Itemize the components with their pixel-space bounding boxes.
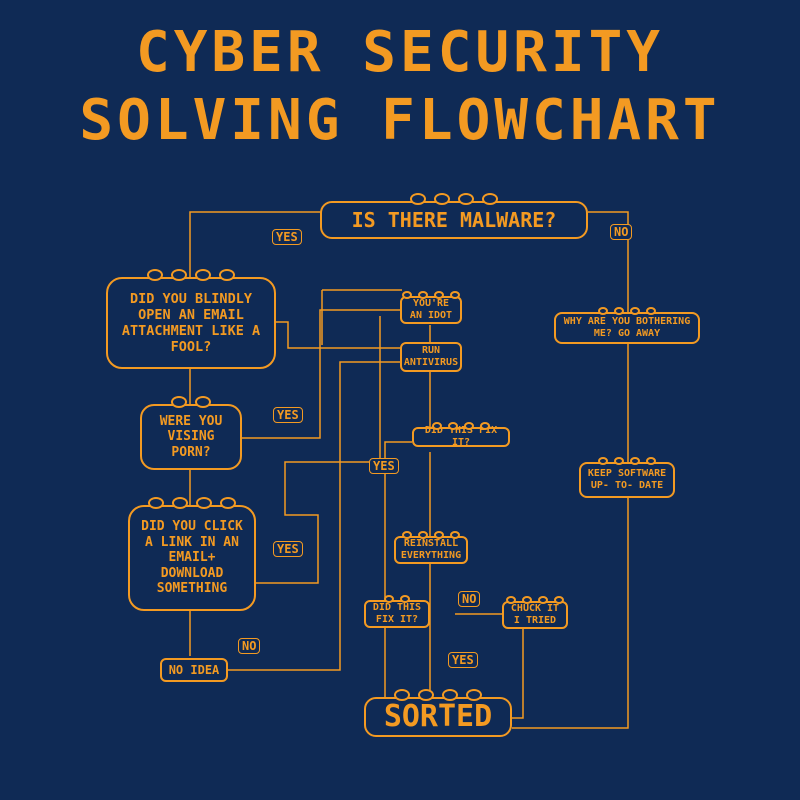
node-text: DID YOU BLINDLY OPEN AN EMAIL ATTACHMENT… xyxy=(121,290,261,356)
node-text: CHUCK IT I TRIED xyxy=(510,603,560,626)
node-fix-2: DID THIS FIX IT? xyxy=(364,595,430,628)
label-yes-porn: YES xyxy=(273,407,303,423)
ring-binder-icon xyxy=(402,291,460,299)
ring-binder-icon xyxy=(432,422,490,430)
node-chuck-it: CHUCK IT I TRIED xyxy=(502,596,568,629)
connector-keep-sorted xyxy=(512,498,629,729)
label-yes-fix2: YES xyxy=(448,652,478,668)
node-text: DID THIS FIX IT? xyxy=(372,602,422,625)
node-text: REINSTALL EVERYTHING xyxy=(400,538,462,561)
node-porn: WERE YOU VISING PORN? xyxy=(140,396,242,470)
connector-noidea-antivirus xyxy=(228,361,400,671)
connector-porn-idiot xyxy=(240,309,400,439)
label-yes-link: YES xyxy=(273,541,303,557)
label-yes-malware: YES xyxy=(272,229,302,245)
node-reinstall: REINSTALL EVERYTHING xyxy=(394,531,468,564)
node-idiot: YOU'RE AN IDOT xyxy=(400,291,462,324)
ring-binder-icon xyxy=(148,497,236,509)
ring-binder-icon xyxy=(171,396,211,408)
node-text: RUN ANTIVIRUS xyxy=(403,345,459,368)
node-text: IS THERE MALWARE? xyxy=(351,208,557,232)
node-text: WERE YOU VISING PORN? xyxy=(159,413,223,460)
node-email-attachment: DID YOU BLINDLY OPEN AN EMAIL ATTACHMENT… xyxy=(106,269,276,369)
node-is-there-malware: IS THERE MALWARE? xyxy=(320,193,588,239)
label-yes-fix1: YES xyxy=(369,458,399,474)
title-line-2: SOLVING FLOWCHART xyxy=(79,88,721,153)
node-text: NO IDEA xyxy=(168,662,220,677)
node-fix-1: DID THIS FIX IT? xyxy=(412,422,510,448)
label-no-malware: NO xyxy=(610,224,633,240)
ring-binder-icon xyxy=(402,531,460,539)
ring-binder-icon xyxy=(147,269,235,281)
ring-binder-icon xyxy=(410,193,498,205)
connector-malware-yes xyxy=(189,211,322,278)
connector-chuck-sorted xyxy=(512,628,524,719)
node-sorted: SORTED xyxy=(364,689,512,737)
label-no-fix2: NO xyxy=(458,591,481,607)
connector-email-idiot xyxy=(275,321,400,349)
node-no-idea: NO IDEA xyxy=(160,658,228,682)
connector-fix1-sorted xyxy=(384,441,412,698)
label-no-link: NO xyxy=(238,638,261,654)
node-keep-software: KEEP SOFTWARE UP- TO- DATE xyxy=(579,457,675,498)
node-text: YOU'RE AN IDOT xyxy=(409,298,453,321)
node-text: SORTED xyxy=(383,699,493,734)
ring-binder-icon xyxy=(384,595,410,603)
ring-binder-icon xyxy=(598,457,656,465)
ring-binder-icon xyxy=(394,689,482,701)
node-text: DID THIS FIX IT? xyxy=(424,425,498,448)
ring-binder-icon xyxy=(506,596,564,604)
title-line-1: CYBER SECURITY xyxy=(135,20,664,85)
node-text: KEEP SOFTWARE UP- TO- DATE xyxy=(587,468,667,491)
ring-binder-icon xyxy=(598,307,656,315)
node-text: WHY ARE YOU BOTHERING ME? GO AWAY xyxy=(563,316,691,339)
connector-malware-no xyxy=(588,211,629,312)
node-run-antivirus: RUN ANTIVIRUS xyxy=(400,342,462,372)
node-text: DID YOU CLICK A LINK IN AN EMAIL+ DOWNLO… xyxy=(141,519,243,597)
node-click-link: DID YOU CLICK A LINK IN AN EMAIL+ DOWNLO… xyxy=(128,497,256,611)
node-go-away: WHY ARE YOU BOTHERING ME? GO AWAY xyxy=(554,307,700,344)
